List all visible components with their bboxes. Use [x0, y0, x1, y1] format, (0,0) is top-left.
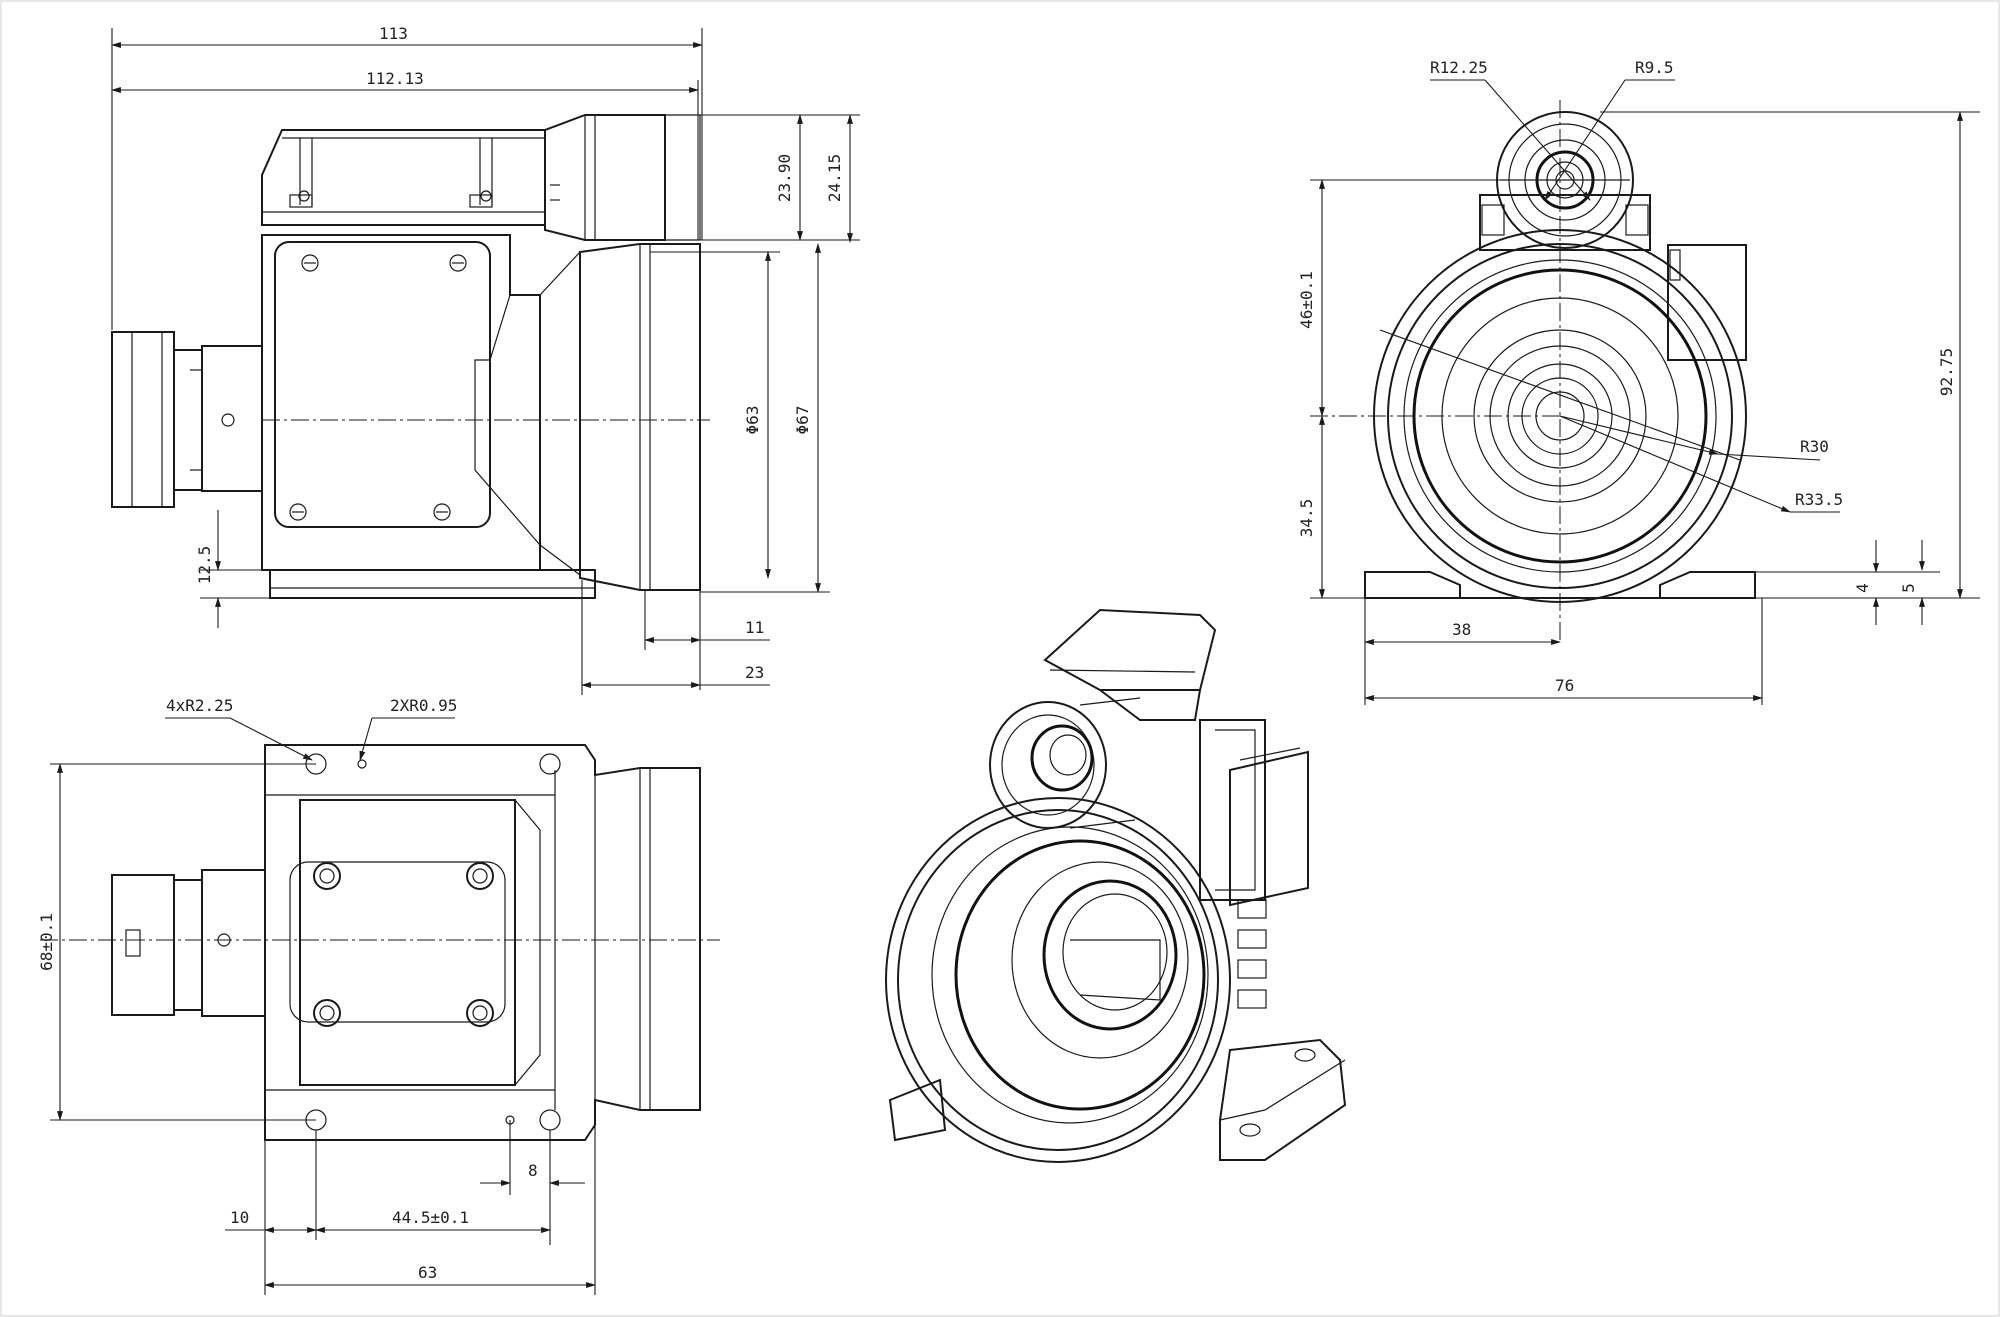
dim-axis-height-upper: 46±0.1 — [1297, 271, 1316, 329]
dim-hole-spacing: 44.5±0.1 — [392, 1208, 469, 1227]
dim-base-length: 63 — [418, 1263, 437, 1282]
dim-total-width: 76 — [1555, 676, 1574, 695]
dim-corner-holes: 4xR2.25 — [166, 696, 233, 715]
dim-lens-dia-inner: Φ63 — [743, 406, 762, 435]
dim-top-height-a: 23.90 — [775, 154, 794, 202]
dim-total-height: 92.75 — [1937, 348, 1956, 396]
dim-lens-dia-outer: Φ67 — [793, 406, 812, 435]
dim-axis-height-lower: 34.5 — [1297, 499, 1316, 538]
dim-base-height: 12.5 — [195, 546, 214, 585]
dim-small-lens-outer-radius: R12.25 — [1430, 58, 1488, 77]
side-view: 113 112.13 23.90 24.15 — [111, 24, 860, 695]
dim-edge-offset: 10 — [230, 1208, 249, 1227]
top-view: 4xR2.25 2XR0.95 68±0.1 8 10 44.5±0.1 63 — [37, 696, 720, 1295]
dim-lens-depth: 23 — [745, 663, 764, 682]
dim-overall-length: 113 — [379, 24, 408, 43]
dim-foot-height-b: 5 — [1899, 583, 1918, 593]
front-view: R12.25 R9.5 R30 R33.5 46±0.1 34.5 92.75 … — [1297, 58, 1980, 705]
dim-top-height-b: 24.15 — [825, 154, 844, 202]
dim-main-lens-radius-inner: R30 — [1800, 437, 1829, 456]
dim-lens-offset: 11 — [745, 618, 764, 637]
dim-main-lens-radius-outer: R33.5 — [1795, 490, 1843, 509]
dim-foot-height-a: 4 — [1853, 583, 1872, 593]
dim-hole-offset: 8 — [528, 1161, 538, 1180]
isometric-view — [885, 608, 1347, 1163]
dim-body-width: 68±0.1 — [37, 913, 56, 971]
dim-half-width: 38 — [1452, 620, 1471, 639]
dim-pin-holes: 2XR0.95 — [390, 696, 457, 715]
dim-body-length: 112.13 — [366, 69, 424, 88]
dim-small-lens-inner-radius: R9.5 — [1635, 58, 1674, 77]
